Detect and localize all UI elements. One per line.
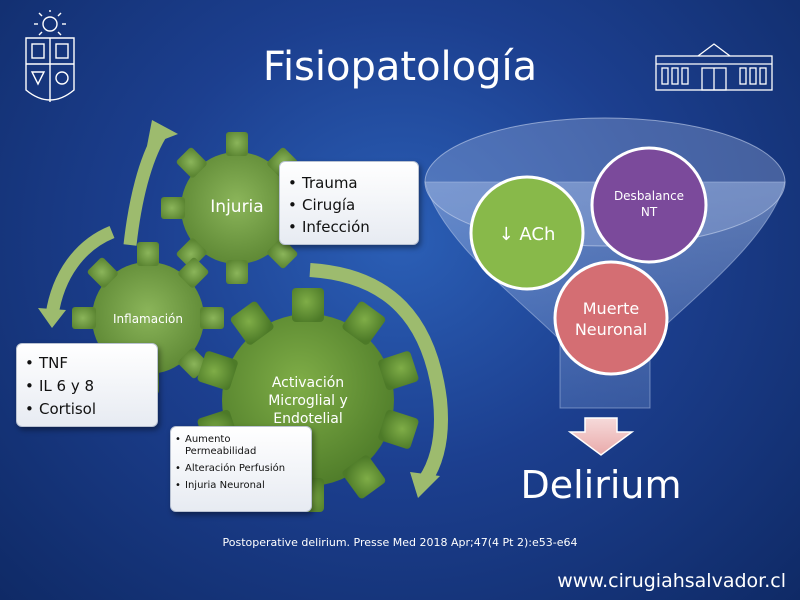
list-item: Aumento Permeabilidad [175, 434, 275, 458]
gear-label-activacion-line2: Microglial y [268, 393, 348, 409]
list-item: TNF [25, 352, 157, 375]
circle-desbalance [590, 146, 708, 264]
citation: Postoperative delirium. Presse Med 2018 … [222, 536, 578, 549]
callout-inflamacion: TNF IL 6 y 8 Cortisol [16, 343, 158, 427]
curved-arrow-right [309, 263, 448, 484]
curved-arrow-left [45, 225, 115, 317]
gear-label-activacion-line1: Activación [271, 375, 345, 391]
circle-label-desbalance-line2: NT [640, 205, 658, 219]
arrowhead-top [147, 120, 178, 146]
arrowhead-left [38, 308, 66, 328]
university-seal-logo [25, 10, 75, 102]
list-item: Injuria Neuronal [175, 480, 311, 492]
circle-label-ach: ↓ ACh [498, 223, 556, 245]
gear-label-injuria: Injuria [210, 197, 264, 217]
circle-ach [469, 175, 585, 291]
hospital-building-logo [655, 43, 773, 91]
circle-label-desbalance-line1: Desbalance [613, 189, 685, 203]
list-item: Alteración Perfusión [175, 463, 311, 475]
circle-label-muerte: Muerte Neuronal [555, 297, 667, 341]
arrowhead-right [410, 472, 440, 498]
circle-muerte [553, 260, 669, 376]
callout-injuria: Trauma Cirugía Infección [279, 161, 419, 245]
list-item: Trauma [288, 172, 418, 194]
gear-label-inflamacion: Inflamación [113, 312, 183, 326]
callout-activacion: Aumento Permeabilidad Alteración Perfusi… [170, 426, 312, 512]
result-delirium: Delirium [520, 463, 682, 507]
gear-label-activacion: Activación Microglial y Endotelial [248, 374, 368, 428]
list-item: Infección [288, 216, 418, 238]
slide-title: Fisiopatología [262, 44, 538, 90]
list-item: Cortisol [25, 398, 157, 421]
list-item: IL 6 y 8 [25, 375, 157, 398]
gear-label-activacion-line3: Endotelial [273, 411, 343, 427]
circle-label-desbalance: Desbalance NT [592, 186, 706, 222]
website-url: www.cirugiahsalvador.cl [557, 570, 786, 592]
circle-label-muerte-line2: Neuronal [574, 320, 648, 339]
circle-label-muerte-line1: Muerte [582, 299, 640, 318]
down-arrow [567, 417, 635, 456]
curved-arrow-top [123, 131, 166, 246]
list-item: Cirugía [288, 194, 418, 216]
